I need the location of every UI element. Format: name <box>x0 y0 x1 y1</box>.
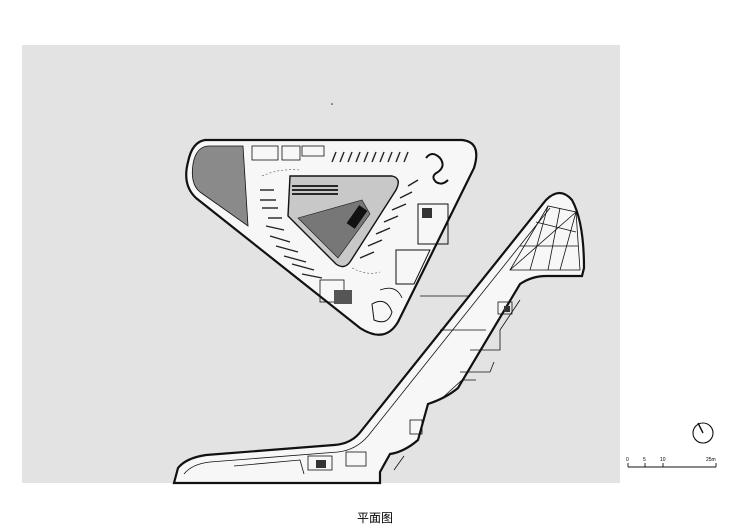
diagonal-building <box>172 191 586 485</box>
triangular-building <box>185 138 478 336</box>
scale-tick-label: 10 <box>660 457 666 463</box>
scale-tick-label: 25m <box>706 457 716 463</box>
scale-tick-label: 0 <box>626 457 629 463</box>
north-arrow-icon <box>692 422 714 444</box>
scale-bar: 0 5 10 25m <box>626 457 717 468</box>
site-point <box>331 103 333 105</box>
dark-zone <box>191 145 249 227</box>
scale-tick-label: 5 <box>643 457 646 463</box>
drawing-caption: 平面图 <box>356 511 393 525</box>
